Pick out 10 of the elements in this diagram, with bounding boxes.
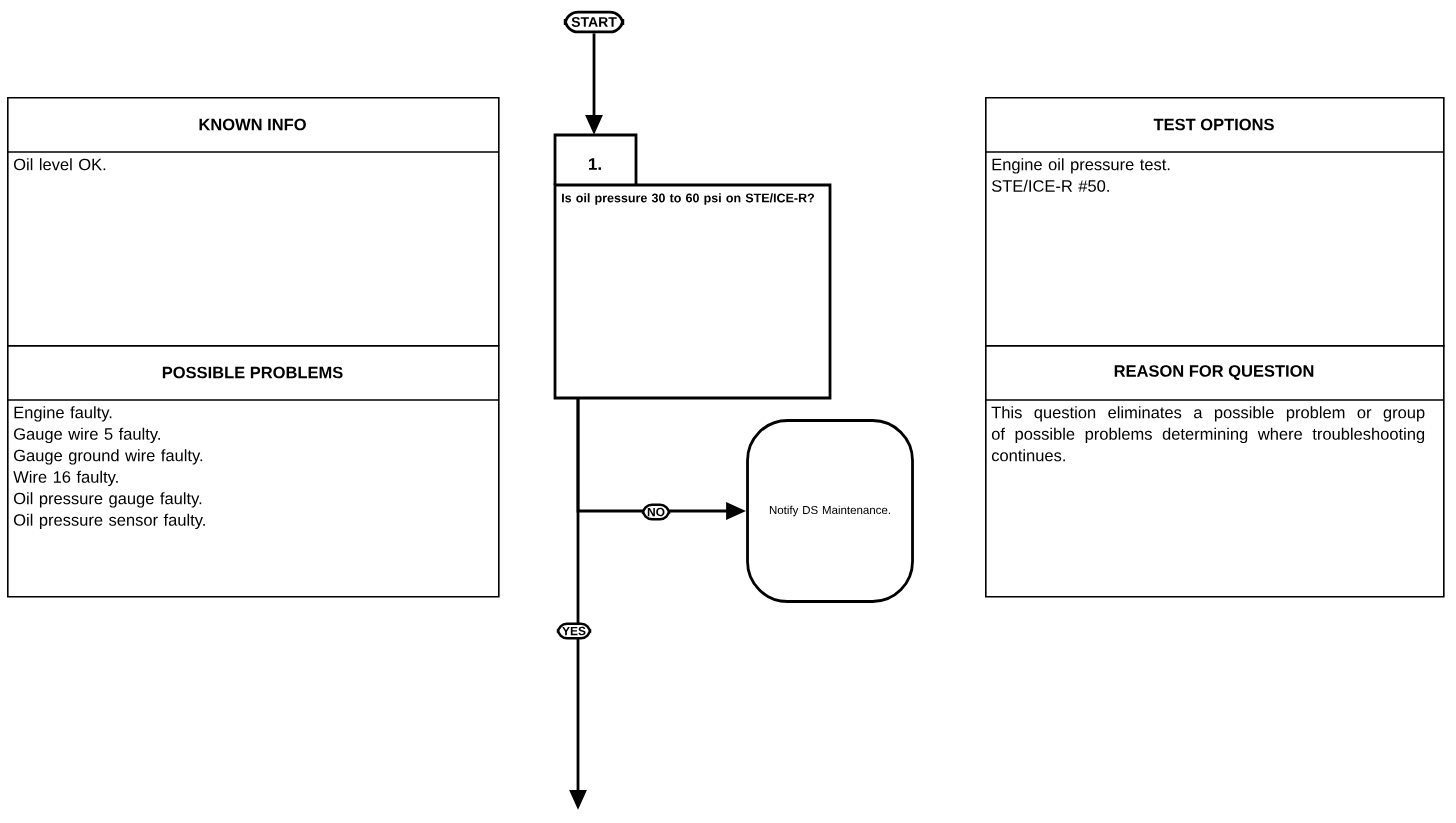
- info-panel: KNOWN INFO Oil level OK.: [6, 97, 500, 347]
- node-label: 1.: [589, 158, 601, 170]
- info-panel: REASON FOR QUESTION This question eliminates a possible problem or group of possible problems determining where troubleshooting continues.: [984, 345, 1445, 598]
- edge-label: YES: [556, 622, 592, 640]
- question-box: 1. Is oil pressure 30 to 60 psi on STE/ICE-R?: [553, 133, 832, 400]
- edge-label: NO: [641, 503, 671, 521]
- info-panel: TEST OPTIONS Engine oil pressure test. STE/ICE-R #50.: [984, 97, 1445, 347]
- start-terminal: START: [563, 10, 625, 34]
- action-box: Notify DS Maintenance.: [746, 419, 914, 603]
- info-panel: POSSIBLE PROBLEMS Engine faulty. Gauge wire 5 faulty. Gauge ground wire faulty. Wire 16 faulty. Oil pressure gauge faulty. Oil pressure sensor faulty.: [6, 345, 500, 598]
